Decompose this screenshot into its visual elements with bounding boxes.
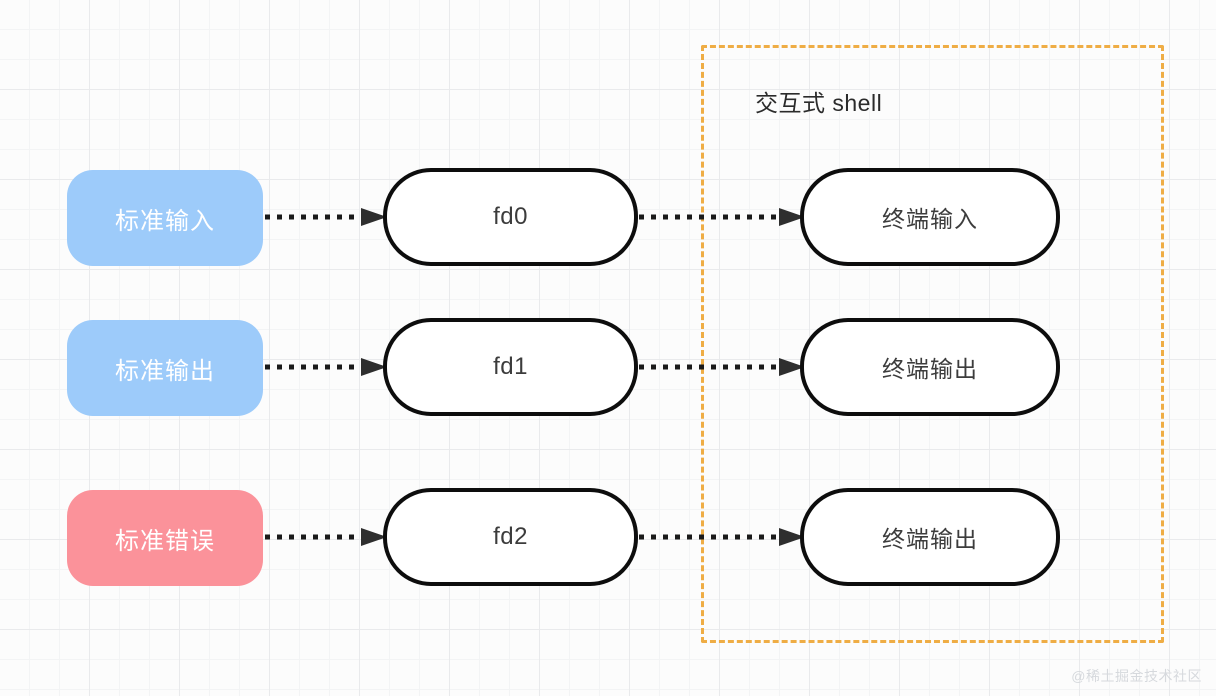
- source-node-stdout-label: 标准输出: [115, 357, 215, 385]
- fd-node-fd1-label: fd1: [493, 353, 528, 380]
- fd-node-fd0-label: fd0: [493, 203, 528, 230]
- arrow-stdout-to-fd1: [265, 358, 387, 376]
- fd-node-fd0[interactable]: fd0: [383, 168, 638, 266]
- arrow-fd0-to-terminal-input: [639, 208, 805, 226]
- source-node-stdin-label: 标准输入: [115, 207, 215, 235]
- source-node-stdout[interactable]: 标准输出: [67, 320, 263, 416]
- fd-node-fd2-label: fd2: [493, 523, 528, 550]
- terminal-node-input[interactable]: 终端输入: [800, 168, 1060, 266]
- fd-node-fd2[interactable]: fd2: [383, 488, 638, 586]
- arrow-stdin-to-fd0: [265, 208, 387, 226]
- terminal-node-input-label: 终端输入: [882, 206, 978, 232]
- terminal-node-output-1-label: 终端输出: [882, 356, 978, 382]
- source-node-stdin[interactable]: 标准输入: [67, 170, 263, 266]
- terminal-node-output-2-label: 终端输出: [882, 526, 978, 552]
- watermark: @稀土掘金技术社区: [1071, 668, 1202, 684]
- arrow-fd1-to-terminal-output: [639, 358, 805, 376]
- source-node-stderr-label: 标准错误: [115, 527, 215, 555]
- arrow-stderr-to-fd2: [265, 528, 387, 546]
- interactive-shell-group: [701, 45, 1164, 643]
- terminal-node-output-2[interactable]: 终端输出: [800, 488, 1060, 586]
- interactive-shell-label: 交互式 shell: [755, 90, 883, 116]
- terminal-node-output-1[interactable]: 终端输出: [800, 318, 1060, 416]
- arrow-fd2-to-terminal-output: [639, 528, 805, 546]
- source-node-stderr[interactable]: 标准错误: [67, 490, 263, 586]
- fd-node-fd1[interactable]: fd1: [383, 318, 638, 416]
